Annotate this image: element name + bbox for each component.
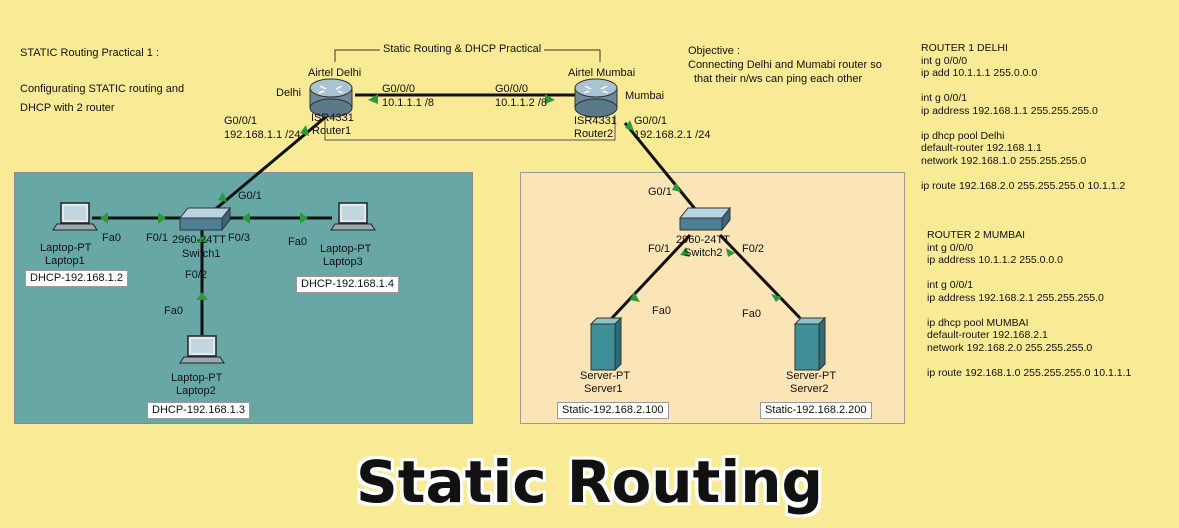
switch2-name: Switch2 [684,247,723,259]
switch1-name: Switch1 [182,248,221,260]
config-line: ip route 192.168.1.0 255.255.255.0 10.1.… [927,366,1132,379]
config-line [921,167,1125,180]
config-line: default-router 192.168.2.1 [927,329,1048,341]
switch2-icon[interactable] [678,206,732,232]
config-line: ip address 192.168.2.1 255.255.255.0 [927,291,1104,304]
center-title: Static Routing & DHCP Practical [380,43,545,56]
config-line: ROUTER 1 DELHI [921,42,1008,54]
switch1-port-down: F0/2 [185,269,208,281]
switch1-uplink-port: G0/1 [238,190,262,202]
config-line: network 192.168.1.0 255.255.255.0 [921,154,1087,167]
footer-title: Static Routing [355,448,824,516]
switch1-port-left: F0/1 [146,232,169,244]
router2-icon[interactable] [574,78,618,118]
laptop1-port: Fa0 [102,232,121,244]
laptop3-ip: DHCP-192.168.1.4 [296,276,399,293]
router1-site: Airtel Delhi [308,67,362,79]
server2-type: Server-PT [786,370,837,382]
laptop2-port: Fa0 [164,305,183,317]
server1-type: Server-PT [580,370,631,382]
server2-port: Fa0 [742,308,761,320]
config-line: default-router 192.168.1.1 [921,142,1042,154]
config-line [921,80,1125,93]
switch1-model: 2960-24TT [172,234,226,246]
config-line: ROUTER 2 MUMBAI [927,229,1026,241]
laptop2-type: Laptop-PT [171,372,223,384]
config-line: ip dhcp pool Delhi [921,129,1005,142]
config-line [921,117,1125,130]
router1-lan-port: G0/0/1 [224,115,258,127]
server1-name: Server1 [584,383,623,395]
laptop1-type: Laptop-PT [40,242,92,254]
config-line: int g 0/0/0 [921,54,968,67]
laptop3-port: Fa0 [288,236,307,248]
server2-name: Server2 [790,383,829,395]
config-line: ip dhcp pool MUMBAI [927,316,1029,329]
laptop1-name: Laptop1 [45,255,85,267]
switch2-port-left: F0/1 [648,243,671,255]
server2-icon[interactable] [793,316,827,372]
router2-name: Router2 [574,128,614,140]
server1-port: Fa0 [652,305,671,317]
router2-wan-port: G0/0/0 [495,83,529,95]
laptop2-icon[interactable] [179,335,225,364]
router1-city: Delhi [276,87,302,99]
router1-wan-ip: 10.1.1.1 /8 [382,97,434,109]
laptop2-name: Laptop2 [176,385,216,397]
r2-switch2-link [623,122,702,216]
router2-wan-ip: 10.1.1.2 /8 [495,97,547,109]
server1-ip: Static-192.168.2.100 [557,402,669,419]
laptop3-type: Laptop-PT [320,243,372,255]
sw2-server2-link [718,233,802,320]
router2-site: Airtel Mumbai [568,67,636,79]
router2-model: ISR4331 [574,115,617,127]
server2-ip: Static-192.168.2.200 [760,402,872,419]
config-line: network 192.168.2.0 255.255.255.0 [927,341,1093,354]
switch2-model: 2960-24TT [676,234,730,246]
router2-lan-port: G0/0/1 [634,115,668,127]
laptop3-name: Laptop3 [323,256,363,268]
server1-icon[interactable] [589,316,623,372]
link-status-markers [100,94,782,302]
thin-link [324,115,616,141]
objective-line-2: that their n/ws can ping each other [694,73,863,85]
laptop2-ip: DHCP-192.168.1.3 [147,402,250,419]
router1-icon[interactable] [309,78,353,118]
switch1-icon[interactable] [178,206,232,232]
router1-name: Router1 [312,125,352,137]
switch1-port-right: F0/3 [228,232,251,244]
config-line: int g 0/0/1 [921,92,968,104]
laptop3-icon[interactable] [330,202,376,231]
objective-line-1: Connecting Delhi and Mumabi router so [688,59,882,71]
router1-lan-ip: 192.168.1.1 /24 [224,129,301,141]
config-line: ip address 192.168.1.1 255.255.255.0 [921,104,1098,117]
config-line: ip address 10.1.1.2 255.0.0.0 [927,254,1064,266]
config-line [927,267,1131,280]
router1-wan-port: G0/0/0 [382,83,416,95]
laptop1-ip: DHCP-192.168.1.2 [25,270,128,287]
sw2-server1-link [610,233,692,320]
switch2-uplink-port: G0/1 [648,186,672,198]
router2-lan-ip: 192.168.2.1 /24 [634,129,711,141]
lan1-area [14,172,473,424]
router1-config: ROUTER 1 DELHI int g 0/0/0 ip add 10.1.1… [921,42,1125,192]
config-line: int g 0/0/1 [927,279,974,291]
router2-config: ROUTER 2 MUMBAI int g 0/0/0 ip address 1… [927,229,1131,379]
config-line [927,354,1131,367]
left-subtitle-1: Configurating STATIC routing and [20,83,185,95]
router1-model: ISR4331 [311,112,354,124]
laptop1-icon[interactable] [52,202,98,231]
router2-city: Mumbai [625,90,665,102]
config-line: ip route 192.168.2.0 255.255.255.0 10.1.… [921,179,1126,192]
r1-switch1-link [211,113,329,214]
left-title: STATIC Routing Practical 1 : [20,47,159,59]
config-line: int g 0/0/0 [927,241,974,254]
config-line: ip add 10.1.1.1 255.0.0.0 [921,67,1038,79]
switch2-port-right: F0/2 [742,243,765,255]
config-line [927,304,1131,317]
left-subtitle-2: DHCP with 2 router [20,102,115,114]
objective-title: Objective : [688,45,740,57]
